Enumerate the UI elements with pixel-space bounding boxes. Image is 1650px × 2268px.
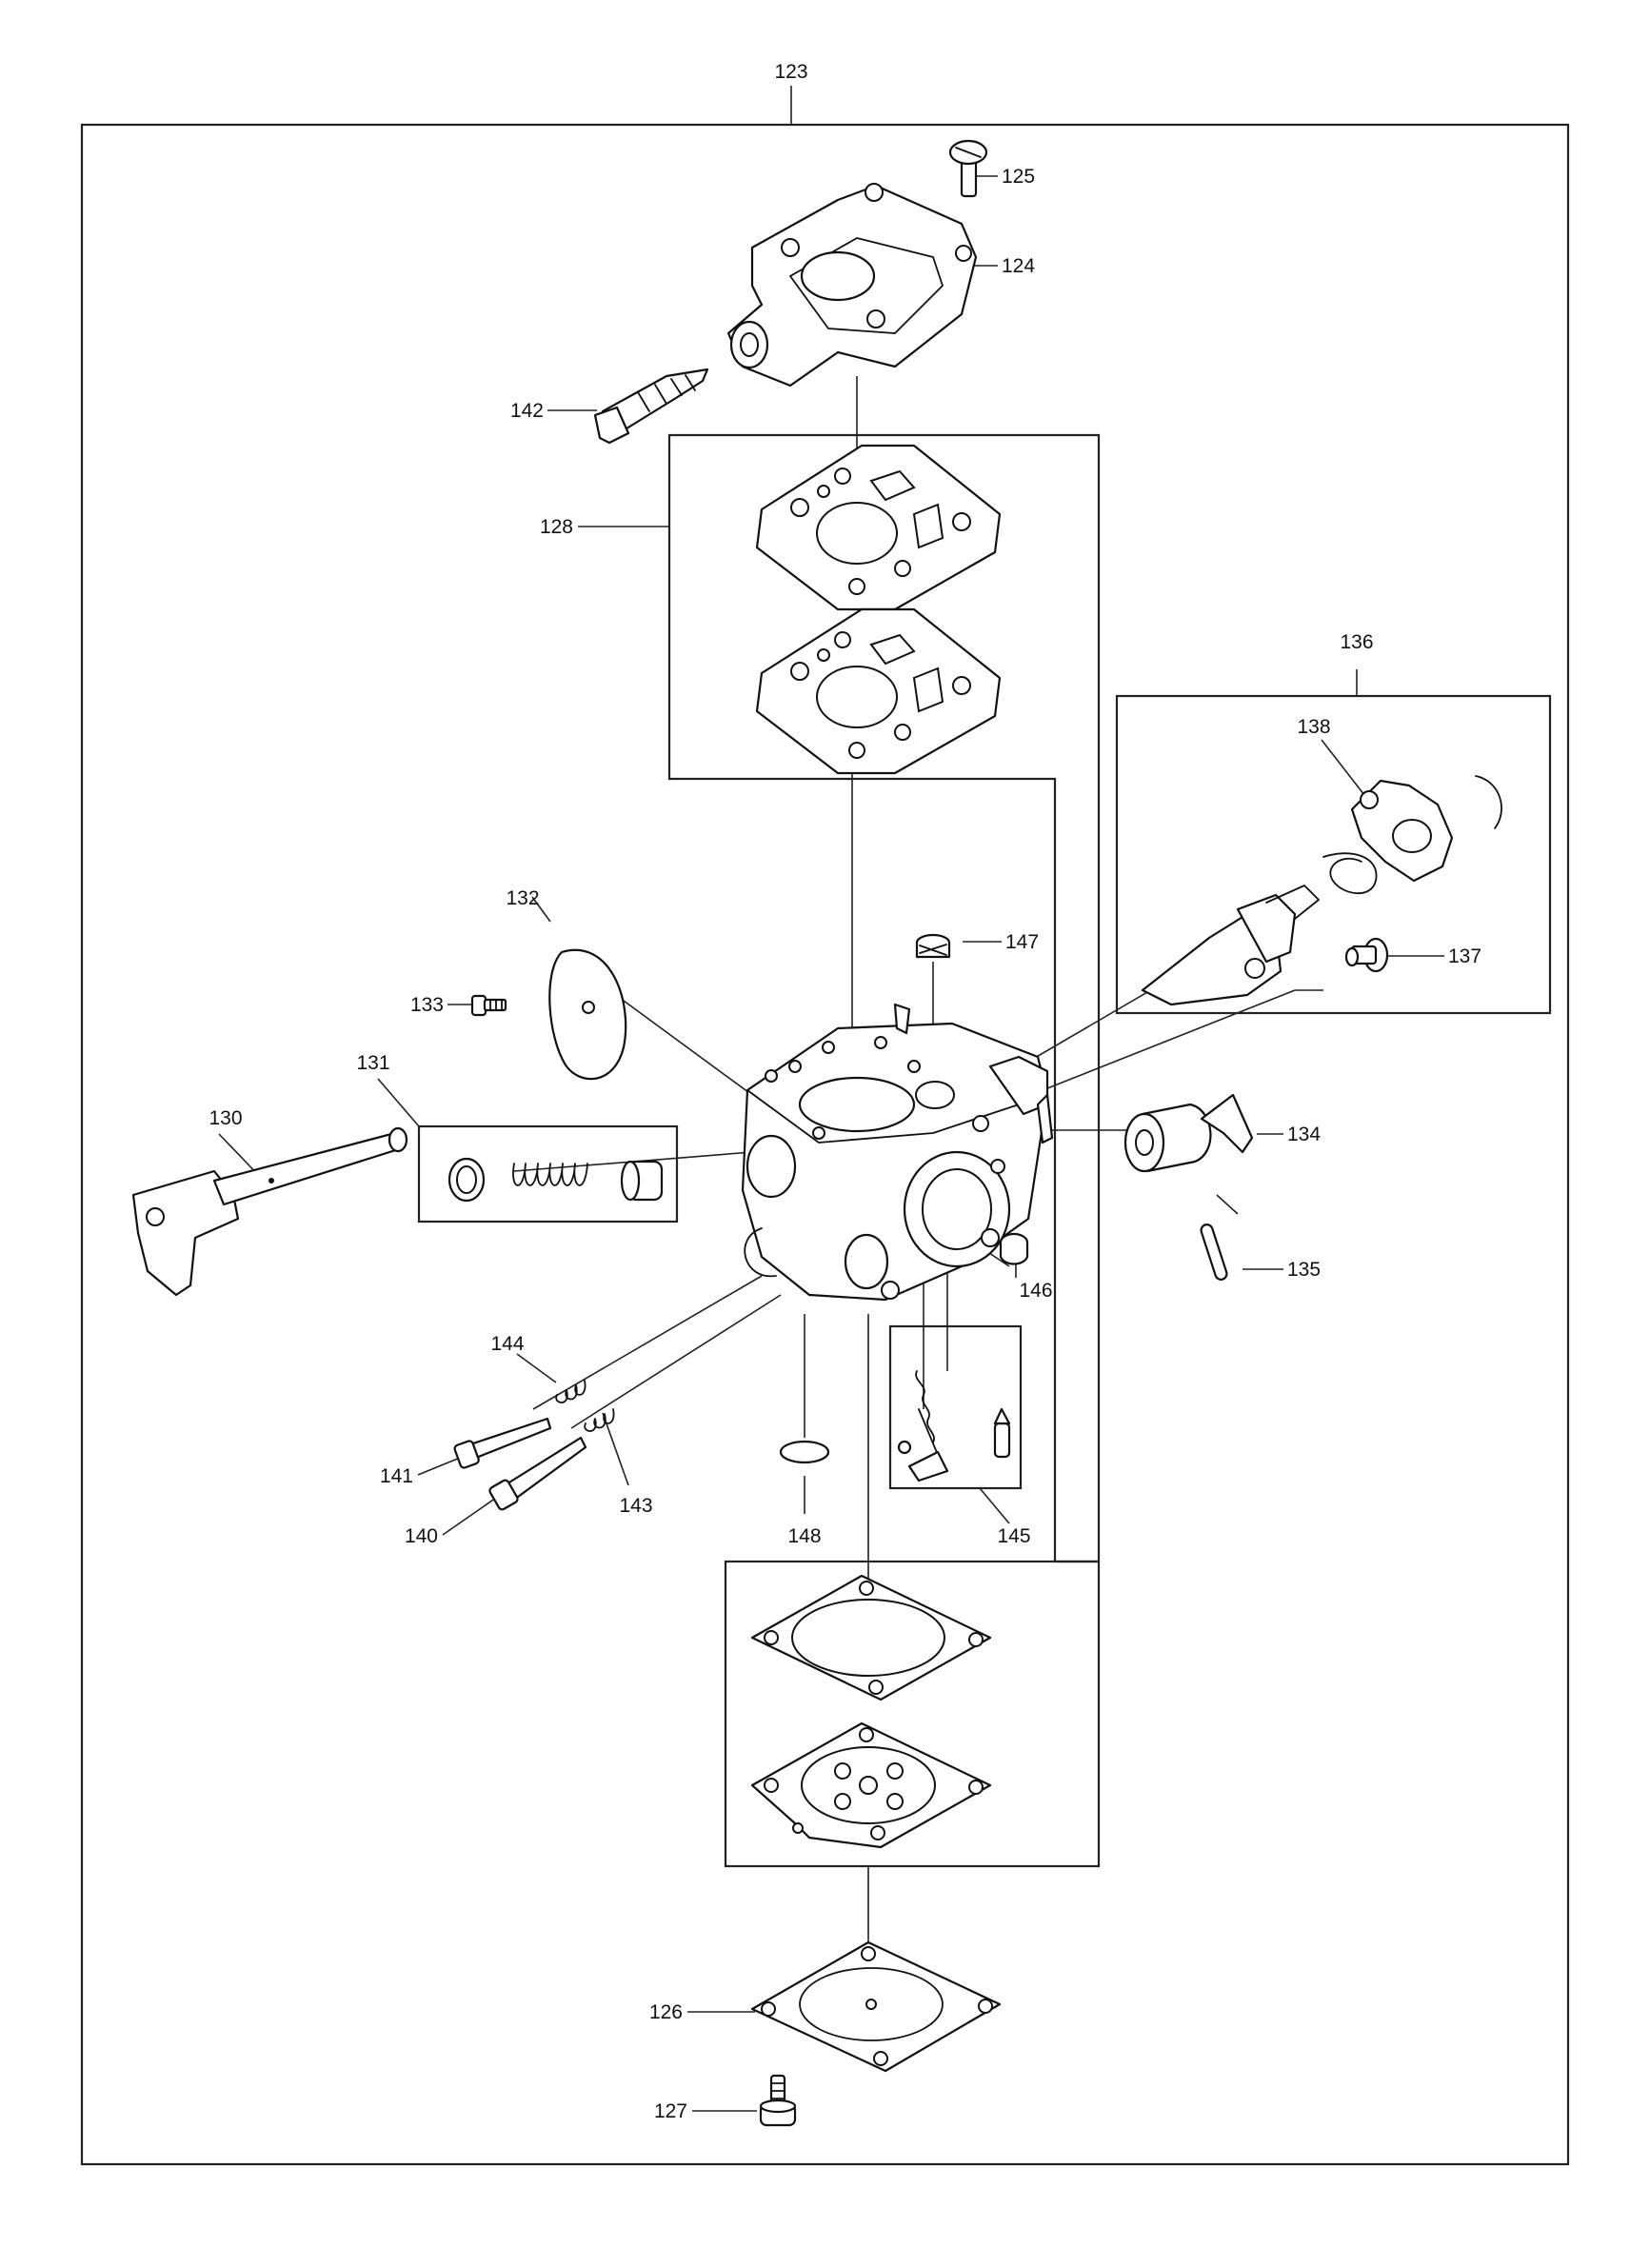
callout-147: 147 [1005,931,1039,953]
callout-131: 131 [356,1052,389,1074]
callout-146: 146 [1019,1280,1052,1302]
callout-143: 143 [619,1495,652,1517]
callout-123: 123 [774,61,807,83]
metering-diaphragm-icon [750,1721,992,1849]
needle-141-icon [453,1417,552,1469]
callout-145: 145 [997,1525,1030,1547]
callout-124: 124 [1002,255,1035,277]
plug-131a-icon [447,1157,486,1203]
gasket-lower-icon [750,1574,992,1701]
assembly-frame-123 [80,123,1570,2166]
o-ring-148-icon [779,1440,830,1464]
plug-131b-icon [620,1160,664,1202]
inlet-needle-kit-145-icon [897,1370,1011,1482]
callout-125: 125 [1002,166,1035,188]
needle-screw-142-icon [593,368,709,445]
callout-127: 127 [654,2100,687,2122]
callout-140: 140 [405,1525,438,1547]
choke-sleeve-134-icon [1123,1093,1254,1173]
screw-137-icon [1344,937,1389,973]
callout-130: 130 [209,1107,242,1129]
callout-148: 148 [787,1525,821,1547]
group-frame-145 [888,1324,1023,1490]
gasket-128-upper-icon [755,444,1002,611]
callout-132: 132 [506,887,539,909]
group-frame-136 [1115,694,1552,1015]
callout-137: 137 [1448,945,1481,967]
screw-125-icon [948,139,988,198]
leader-lines [218,86,1444,2112]
group-frame-131 [417,1124,679,1224]
callout-144: 144 [490,1333,524,1355]
needle-valve-assembly-136-icon [1141,885,1320,1006]
callout-138: 138 [1297,716,1330,738]
callout-134: 134 [1287,1124,1321,1145]
diaphragm-cover-126-icon [750,1940,1002,2073]
carburetor-body-icon [741,1003,1054,1302]
plug-146-icon [999,1232,1029,1265]
spring-131-icon [512,1163,588,1186]
screw-127-icon [759,2074,797,2127]
needle-140-icon [488,1436,587,1511]
pin-135-icon [1200,1224,1228,1281]
callout-136: 136 [1340,631,1373,653]
gasket-set-frame-lower [724,1560,1101,1868]
screw-133-icon [470,994,507,1017]
callout-126: 126 [649,2001,683,2023]
spring-144-icon [555,1380,586,1403]
callout-labels: 123 125 124 142 128 136 138 137 147 132 … [209,61,1481,2122]
callout-142: 142 [510,400,544,422]
spring-143-icon [584,1408,615,1432]
callout-135: 135 [1287,1259,1321,1281]
screen-filter-147-icon [915,933,951,959]
choke-lever-138-icon [1322,775,1502,895]
callout-133: 133 [410,994,444,1016]
throttle-shaft-130-icon [131,1126,408,1297]
gasket-128-lower-icon [755,607,1002,775]
throttle-plate-132-icon [548,948,627,1081]
pump-cover-124-icon [726,183,978,388]
callout-128: 128 [540,516,573,538]
callout-141: 141 [380,1465,413,1487]
